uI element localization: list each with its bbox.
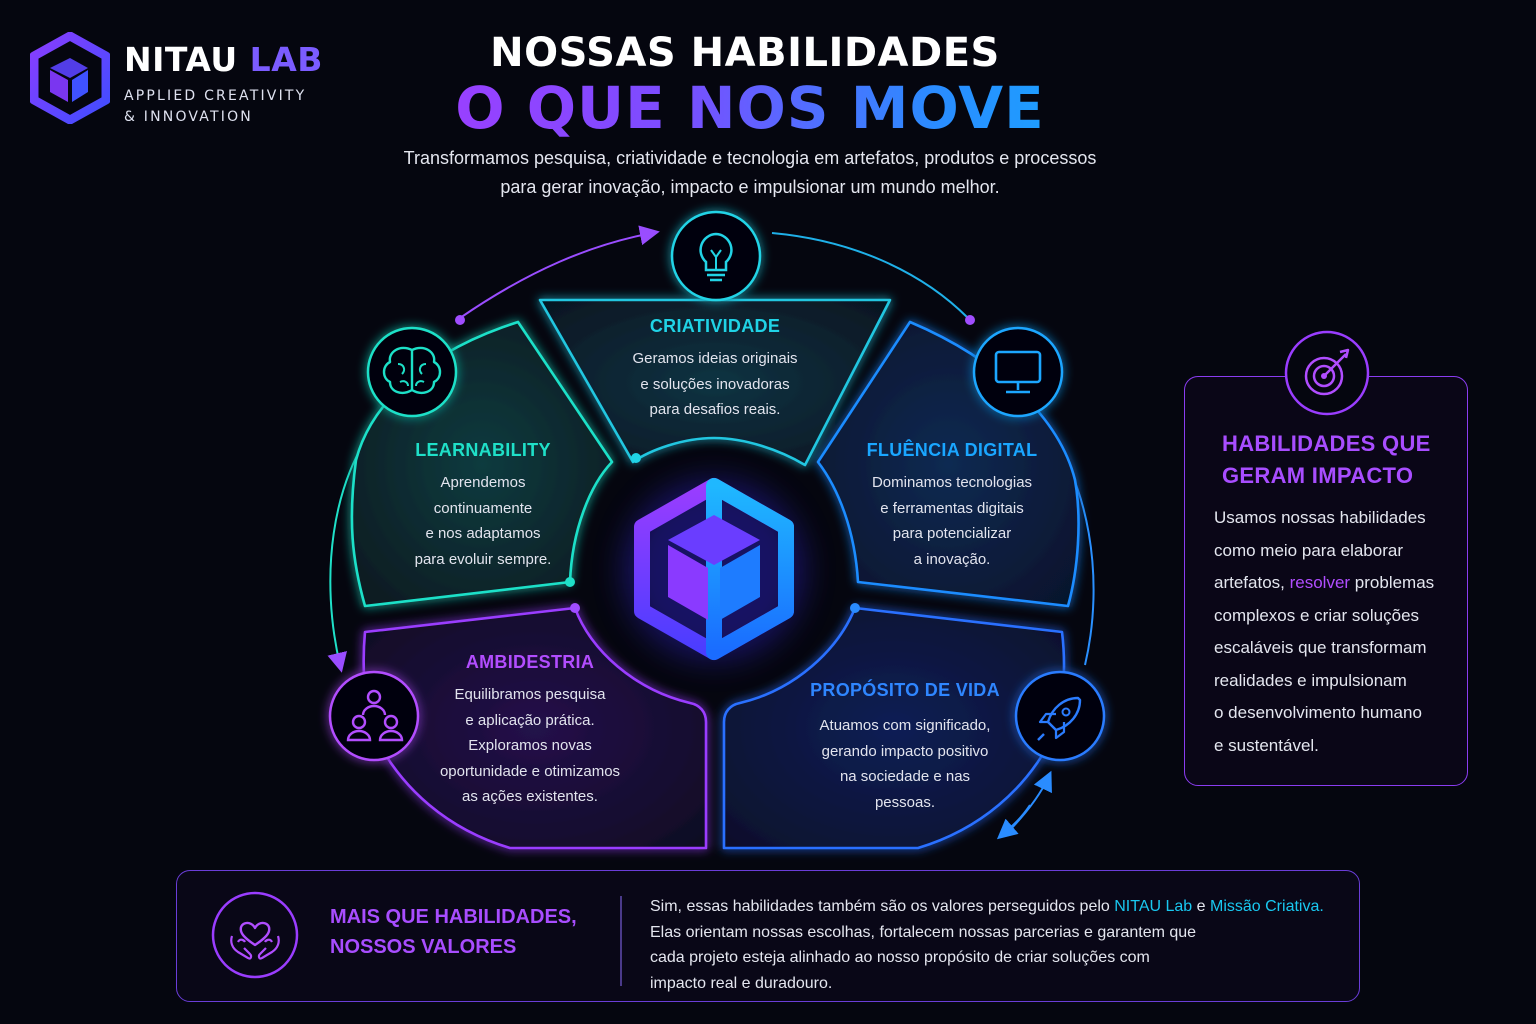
- impact-line: como meio para elaborar: [1214, 540, 1403, 560]
- subtitle-line-2: para gerar inovação, impacto e impulsion…: [500, 177, 1000, 197]
- skill-description: Dominamos tecnologias e ferramentas digi…: [842, 470, 1062, 572]
- skill-fluencia-digital: FLUÊNCIA DIGITAL Dominamos tecnologias e…: [842, 440, 1062, 572]
- skill-line: e ferramentas digitais: [880, 499, 1024, 517]
- skill-title: CRIATIVIDADE: [649, 316, 781, 336]
- skill-line: a inovação.: [913, 550, 991, 568]
- values-line: impacto real e duradouro.: [650, 974, 833, 992]
- skill-line: Equilibramos pesquisa: [454, 686, 606, 703]
- skill-line: Atuamos com significado,: [819, 717, 991, 734]
- impact-line-part: problemas: [1350, 573, 1435, 592]
- values-line: Sim, essas habilidades também são os val…: [650, 894, 1340, 920]
- values-panel: [176, 870, 1360, 1002]
- brand-tagline: APPLIED CREATIVITY & INNOVATION: [124, 86, 306, 128]
- skill-description: Atuamos com significado, gerando impacto…: [790, 713, 1020, 815]
- values-text: Sim, essas habilidades também são os val…: [650, 894, 1340, 996]
- skill-title: AMBIDESTRIA: [465, 652, 595, 672]
- subtitle-line-1: Transformamos pesquisa, criatividade e t…: [403, 148, 1097, 168]
- skill-line: e nos adaptamos: [425, 525, 541, 542]
- skill-line: Exploramos novas: [468, 737, 592, 754]
- impact-line-part: artefatos,: [1214, 573, 1290, 592]
- skill-description: Equilibramos pesquisa e aplicação prátic…: [420, 682, 640, 810]
- skill-ambidestria: AMBIDESTRIA Equilibramos pesquisa e apli…: [420, 652, 640, 810]
- page-subtitle: Transformamos pesquisa, criatividade e t…: [300, 144, 1200, 202]
- impact-line: realidades e impulsionam: [1214, 670, 1407, 690]
- skill-line: para potencializar: [892, 525, 1012, 542]
- values-text-part: e: [1192, 898, 1210, 915]
- skill-line: para desafios reais.: [649, 401, 781, 418]
- arc-top-right: [771, 232, 969, 319]
- joint-dot: [850, 603, 860, 613]
- rocket-icon: [1014, 670, 1106, 762]
- skill-criatividade: CRIATIVIDADE Geramos ideias originais e …: [560, 316, 870, 423]
- skill-line: Geramos ideias originais: [632, 350, 798, 367]
- impact-title-line-2: GERAM IMPACTO: [1222, 463, 1414, 488]
- impact-line: o desenvolvimento humano: [1214, 703, 1422, 722]
- impact-line: complexos e criar soluções: [1214, 605, 1420, 625]
- segment-criatividade: [538, 298, 892, 467]
- impact-highlight: resolver: [1289, 573, 1351, 592]
- skill-learnability: LEARNABILITY Aprendemos continuamente e …: [378, 440, 588, 572]
- tagline-line-2: & INNOVATION: [124, 109, 253, 125]
- values-title: MAIS QUE HABILIDADES, NOSSOS VALORES: [330, 902, 620, 962]
- skill-title: LEARNABILITY: [415, 440, 551, 460]
- skill-title: PROPÓSITO DE VIDA: [810, 680, 1000, 700]
- tagline-line-1: APPLIED CREATIVITY: [124, 88, 307, 104]
- skill-line: na sociedade e nas: [839, 768, 971, 785]
- page-headline: O QUE NOS MOVE: [380, 74, 1120, 142]
- brain-icon: [366, 326, 458, 418]
- impact-card-title: HABILIDADES QUE GERAM IMPACTO: [1222, 428, 1452, 492]
- impact-card: [1184, 376, 1468, 786]
- values-divider: [620, 896, 622, 986]
- impact-line: Usamos nossas habilidades: [1214, 508, 1426, 527]
- lightbulb-icon: [670, 210, 762, 302]
- skill-line: as ações existentes.: [462, 788, 598, 805]
- skill-proposito: PROPÓSITO DE VIDA Atuamos com significad…: [790, 680, 1020, 815]
- skill-line: oportunidade e otimizamos: [439, 762, 621, 780]
- nitau-lab-highlight: NITAU Lab: [1114, 898, 1193, 915]
- joint-dot: [570, 603, 580, 613]
- skill-description: Geramos ideias originais e soluções inov…: [560, 346, 870, 423]
- values-title-line-1: MAIS QUE HABILIDADES,: [330, 906, 577, 928]
- ring-dot: [965, 315, 975, 325]
- nitau-logo-icon: [30, 32, 110, 124]
- values-title-line-2: NOSSOS VALORES: [330, 936, 517, 958]
- skill-line: e soluções inovadoras: [640, 375, 790, 393]
- impact-card-text: Usamos nossas habilidades como meio para…: [1214, 502, 1459, 762]
- skill-line: Dominamos tecnologias: [871, 474, 1033, 491]
- impact-line: e sustentável.: [1214, 735, 1319, 755]
- values-line: Elas orientam nossas escolhas, fortalece…: [650, 923, 1197, 941]
- skill-line: pessoas.: [874, 793, 936, 811]
- missao-criativa-highlight: Missão Criativa.: [1210, 898, 1324, 915]
- values-text-part: Sim, essas habilidades também são os val…: [650, 898, 1115, 915]
- skill-line: Aprendemos: [440, 474, 526, 491]
- skill-title: FLUÊNCIA DIGITAL: [866, 440, 1038, 460]
- skill-line: e aplicação prática.: [465, 711, 595, 729]
- values-line: cada projeto esteja alinhado ao nosso pr…: [650, 949, 1150, 966]
- arrow-arc-bottom-right-2: [996, 804, 1031, 840]
- heart-hands-icon: [211, 891, 299, 979]
- skill-line: para evoluir sempre.: [414, 550, 552, 568]
- skill-line: gerando impacto positivo: [821, 742, 989, 760]
- target-icon: [1284, 330, 1370, 416]
- ring-dot: [455, 315, 465, 325]
- skill-line: continuamente: [433, 499, 533, 517]
- team-icon: [328, 670, 420, 762]
- monitor-icon: [972, 326, 1064, 418]
- center-cube-icon: [624, 478, 804, 660]
- impact-line: artefatos, resolver problemas: [1214, 567, 1459, 600]
- joint-dot: [565, 577, 575, 587]
- impact-line: escaláveis que transformam: [1214, 638, 1427, 657]
- brand-name: NITAU LAB: [124, 40, 323, 79]
- skill-description: Aprendemos continuamente e nos adaptamos…: [378, 470, 588, 572]
- impact-title-line-1: HABILIDADES QUE: [1222, 431, 1431, 456]
- arrow-arc-top-left: [459, 225, 660, 319]
- page-title: NOSSAS HABILIDADES: [490, 30, 1000, 76]
- joint-dot: [631, 453, 641, 463]
